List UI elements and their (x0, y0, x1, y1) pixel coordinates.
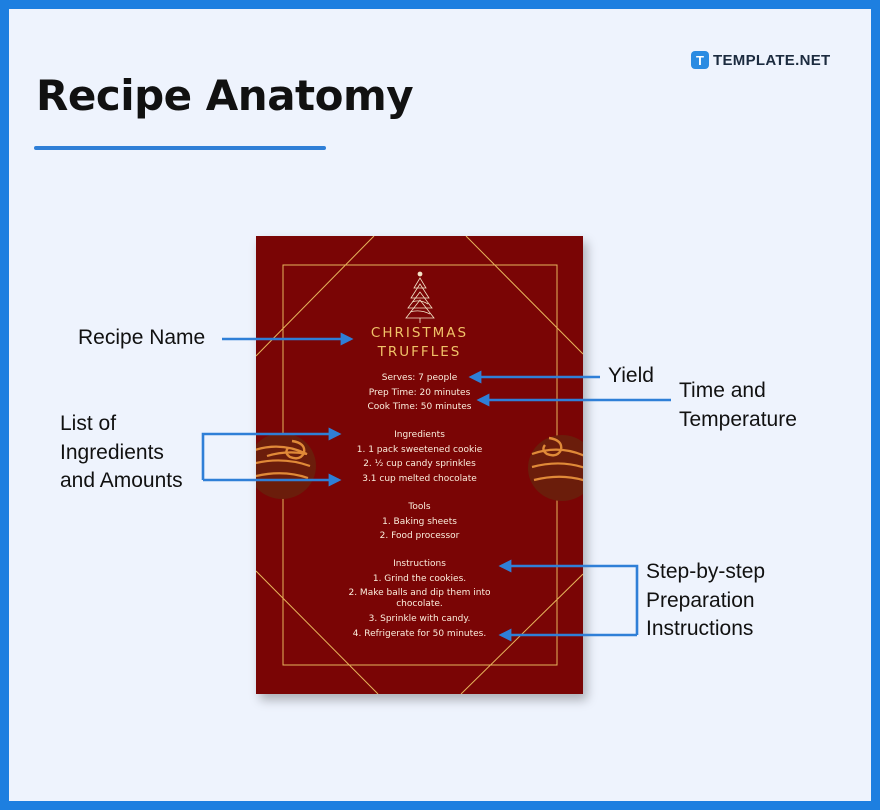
instructions-heading: Instructions (393, 559, 446, 569)
arrow-ingredients-top (201, 427, 342, 480)
truffle-right-icon (528, 435, 583, 501)
arrow-steps-top (498, 559, 639, 635)
label-yield: Yield (608, 364, 654, 387)
instruction-item: 3. Sprinkle with candy. (368, 614, 471, 624)
title-underline (34, 146, 326, 150)
instruction-item: chocolate. (396, 599, 443, 609)
tools-block: Tools 1. Baking sheets 2. Food processor (256, 500, 583, 544)
label-recipe-name: Recipe Name (78, 326, 206, 349)
ingredient-item: 3.1 cup melted chocolate (362, 473, 477, 484)
instruction-item: 1. Grind the cookies. (372, 573, 467, 584)
label-ingredients: List of Ingredients and Amounts (60, 410, 183, 496)
label-ingredients-line2: Ingredients (60, 440, 164, 464)
label-steps: Step-by-step Preparation Instructions (646, 558, 765, 644)
ingredients-heading: Ingredients (394, 430, 445, 440)
tools-heading: Tools (408, 502, 431, 512)
card-decoration (256, 236, 583, 694)
serves-text: Serves: 7 people (381, 373, 458, 383)
tool-item: 1. Baking sheets (382, 516, 457, 527)
label-steps-line2: Preparation (646, 588, 755, 612)
tool-item: 2. Food processor (379, 531, 460, 541)
label-ingredients-line3: and Amounts (60, 469, 183, 492)
cook-time-text: Cook Time: 50 minutes (367, 402, 472, 412)
recipe-card: CHRISTMAS TRUFFLES Serves: 7 people Prep… (256, 236, 583, 694)
recipe-title-line1: CHRISTMAS (370, 325, 469, 341)
ingredients-block: Ingredients 1. 1 pack sweetened cookie 2… (256, 428, 583, 486)
instruction-item: 4. Refrigerate for 50 minutes. (352, 628, 487, 639)
recipe-title: CHRISTMAS TRUFFLES (256, 324, 583, 362)
recipe-title-line2: TRUFFLES (377, 344, 462, 360)
canvas: Recipe Anatomy T TEMPLATE.NET (9, 9, 871, 801)
ingredient-item: 1. 1 pack sweetened cookie (356, 444, 483, 455)
brand-name: TEMPLATE.NET (713, 51, 831, 69)
label-steps-line3: Instructions (646, 617, 754, 640)
brand-icon: T (691, 51, 709, 69)
annotation-arrows (201, 332, 671, 642)
prep-time-text: Prep Time: 20 minutes (368, 387, 471, 398)
yield-block: Serves: 7 people Prep Time: 20 minutes C… (256, 371, 583, 415)
label-time-line2: Temperature (679, 407, 797, 431)
label-steps-line1: Step-by-step (646, 560, 766, 583)
label-time-line1: Time and (679, 379, 766, 402)
christmas-tree-icon (405, 271, 435, 323)
page-title: Recipe Anatomy (36, 71, 414, 120)
instruction-item: 2. Make balls and dip them into (348, 588, 491, 598)
label-time-temperature: Time and Temperature (679, 377, 797, 434)
instructions-block: Instructions 1. Grind the cookies. 2. Ma… (256, 557, 583, 641)
label-ingredients-line1: List of (60, 412, 117, 435)
brand-logo: T TEMPLATE.NET (691, 50, 830, 70)
truffle-left-icon (256, 433, 316, 499)
ingredient-item: 2. ½ cup candy sprinkles (363, 459, 476, 469)
